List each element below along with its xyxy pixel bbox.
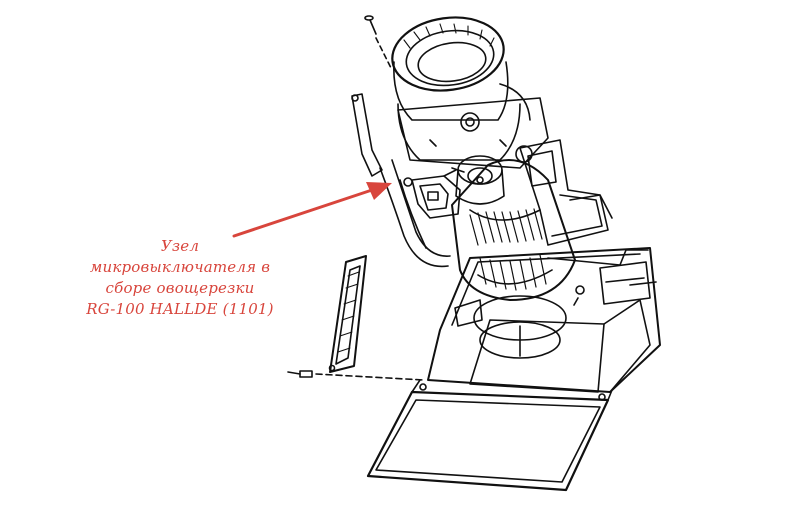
caption-line-1: Узел [160, 237, 200, 255]
caption-line-4: RG-100 HALLDE (1101) [86, 300, 274, 318]
microswitch-assembly [403, 167, 465, 219]
top-screw [364, 15, 393, 71]
feed-head [391, 16, 549, 169]
microswitch-caption: Узел микровыключателя в сборе овощерезки… [60, 236, 300, 320]
red-arrow-icon [232, 182, 392, 238]
caption-line-3: сборе овощерезки [105, 279, 255, 297]
caption-line-2: микровыключателя в [89, 258, 271, 276]
bottom-tray [366, 379, 613, 492]
motor-cylinder [451, 159, 576, 359]
base-housing [427, 247, 661, 393]
side-bracket [515, 139, 613, 246]
side-screw [287, 370, 425, 381]
side-grille [328, 255, 367, 373]
hatch-panel [599, 261, 651, 305]
